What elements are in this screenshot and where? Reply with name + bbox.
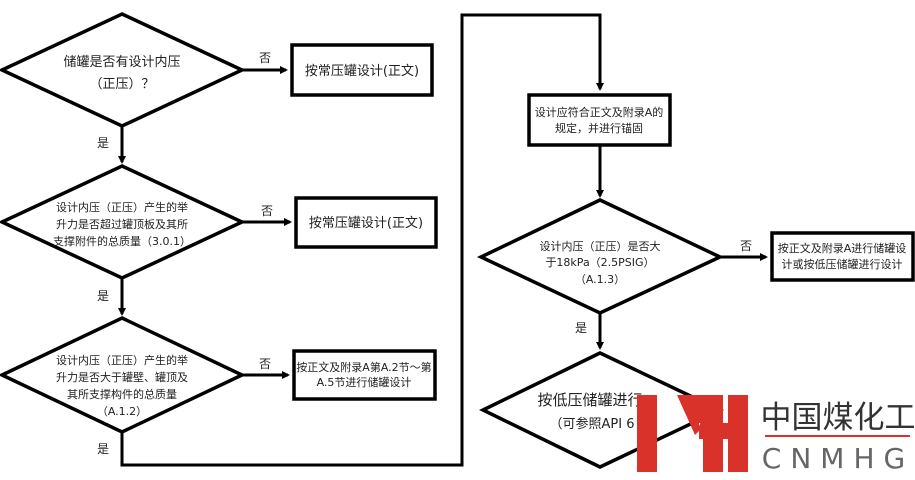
decision2-line3: 支撑附件的总质量（3.0.1）: [53, 234, 191, 248]
label-no: 否: [740, 239, 752, 253]
connector-d3-to-box4: [120, 13, 604, 467]
logo-mark-mh: [637, 395, 748, 472]
decision3-line1: 设计内压（正压）产生的举: [56, 353, 188, 367]
decision3-line3: 其所支撑构件的总质量: [67, 387, 177, 401]
decision4-line3: （A.1.3）: [575, 273, 625, 286]
label-no: 否: [259, 357, 271, 371]
decision1-line1: 储罐是否有设计内压: [63, 54, 180, 70]
label-yes: 是: [97, 289, 109, 303]
box2-text: 按常压罐设计(正文): [309, 216, 423, 231]
label-no: 否: [259, 51, 271, 65]
decision4-line1: 设计内压（正压）是否大: [540, 239, 661, 253]
logo-name-en: CNMHG: [762, 442, 914, 475]
cnmhg-logo: 中国煤化工 CNMHG: [637, 395, 915, 475]
box-anchorage-design: [527, 93, 672, 147]
box4-line2: 规定，并进行锚固: [555, 121, 643, 135]
box-atmospheric-design-1: [290, 43, 434, 97]
decision2-line2: 升力是否超过罐顶板及其所: [56, 217, 188, 231]
decision4-line2: 于18kPa（2.5PSIG）: [545, 256, 654, 269]
box3-line2: A.5节进行储罐设计: [317, 375, 412, 389]
box-appendix-a-or-low-pressure: [770, 231, 915, 282]
decision1-line2: （正压）？: [89, 77, 154, 92]
box4-line1: 设计应符合正文及附录A的: [535, 105, 664, 119]
decision5-line2: （可参照API 6: [550, 416, 635, 432]
label-yes: 是: [575, 321, 587, 335]
box1-text: 按常压罐设计(正文): [305, 64, 419, 79]
box-appendix-a-design: [292, 349, 437, 401]
label-yes: 是: [97, 442, 109, 456]
logo-name-cn: 中国煤化工: [761, 400, 915, 436]
decision5-line1: 按低压储罐进行: [537, 391, 642, 409]
decision3-line2: 升力是否大于罐壁、罐顶及: [56, 370, 188, 384]
decision-has-internal-pressure: [0, 12, 247, 128]
box3-line1: 按正文及附录A第A.2节～第: [296, 360, 431, 374]
decision3-line4: （A.1.2）: [97, 405, 147, 418]
label-yes: 是: [97, 136, 109, 150]
box-atmospheric-design-2: [294, 196, 438, 249]
decision-low-pressure-design: [479, 351, 725, 469]
label-no: 否: [261, 204, 273, 218]
decision2-line1: 设计内压（正压）产生的举: [56, 200, 188, 214]
box5-line2: 计或按低压储罐进行设计: [782, 257, 903, 271]
box5-line1: 按正文及附录A进行储罐设: [778, 241, 907, 255]
